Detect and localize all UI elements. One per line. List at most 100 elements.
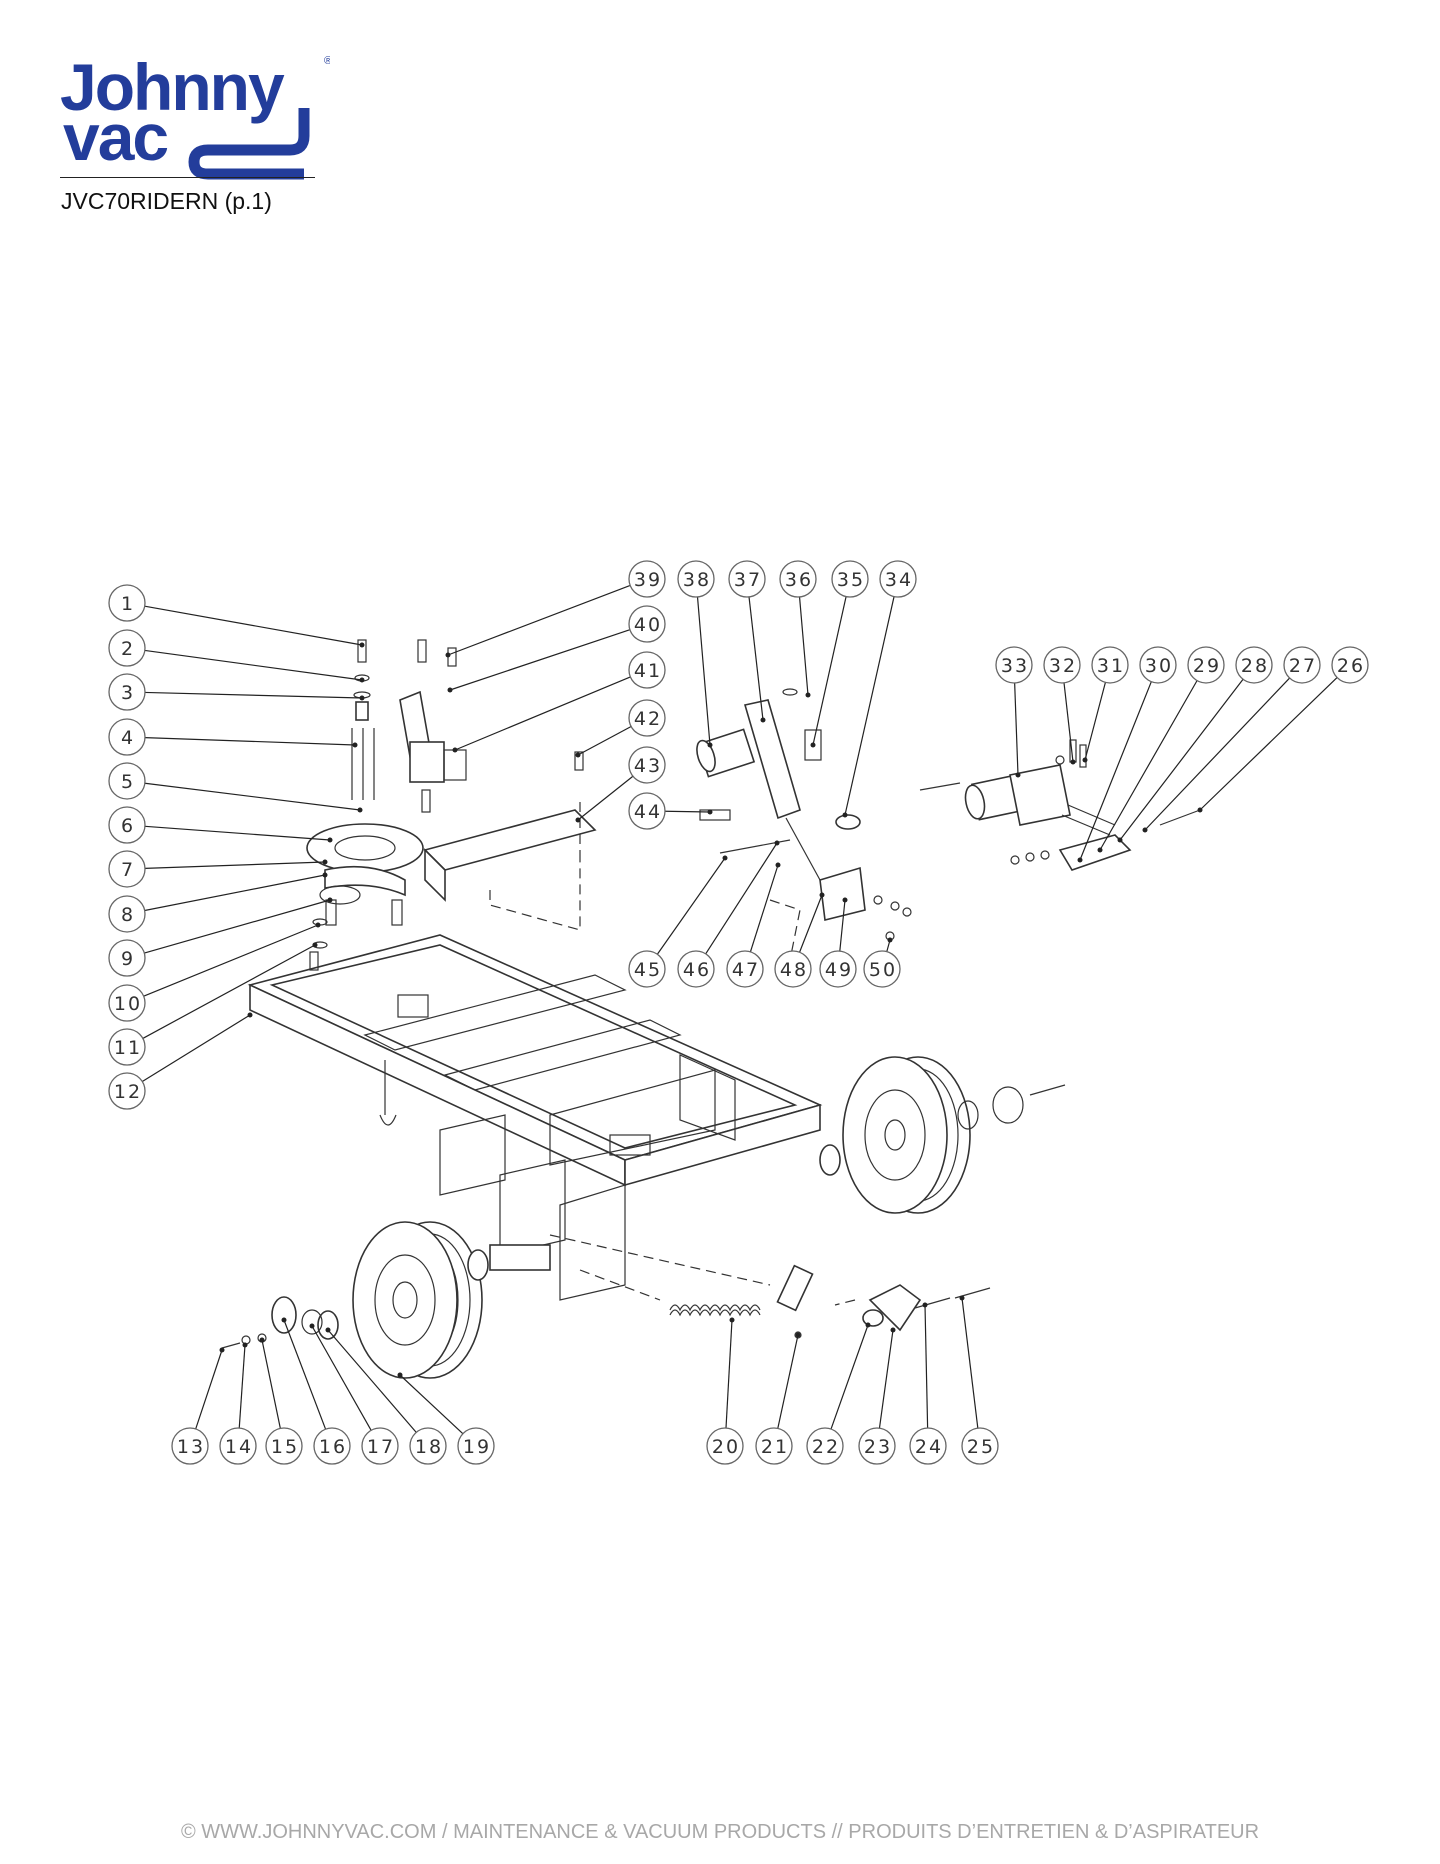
callout-balloon [706,1427,744,1465]
actuator-assembly-center [696,688,912,961]
callout-number: 35 [837,569,865,591]
callout-leader-9 [144,899,331,954]
callout-arrowhead-2 [359,677,365,683]
callout-4: 4 [108,718,146,756]
callout-leader-15 [261,1339,281,1429]
callout-number: 17 [367,1436,395,1458]
callout-37: 37 [728,560,766,598]
callout-7: 7 [108,850,146,888]
callout-number: 10 [114,993,142,1015]
callout-number: 11 [114,1037,142,1059]
callout-leader-38 [696,596,711,746]
callout-20: 20 [706,1427,744,1465]
front-wheel-left [221,1221,551,1379]
callout-balloon [863,950,901,988]
callout-leader-1 [144,605,363,646]
logo-divider [60,177,315,178]
callout-number: 50 [869,959,897,981]
callout-11: 11 [108,1028,146,1066]
callout-22: 22 [806,1427,844,1465]
callout-leader-18 [327,1329,417,1433]
steering-linkage [549,1234,991,1339]
callout-arrowhead-35 [810,742,816,748]
callout-number: 13 [177,1436,205,1458]
callout-number: 45 [634,959,662,981]
rear-wheel-right [819,1056,1066,1214]
callout-balloon [313,1427,351,1465]
callout-arrowhead-11 [312,942,318,948]
callout-leader-36 [798,596,809,696]
callout-29: 29 [1187,646,1225,684]
callout-arrowhead-31 [1082,757,1088,763]
callout-arrowhead-34 [842,812,848,818]
callout-46: 46 [677,950,715,988]
callout-leader-3 [144,691,363,699]
callout-number: 41 [634,660,662,682]
callout-48: 48 [774,950,812,988]
callout-40: 40 [628,605,666,643]
logo-wordmark-vac: vac [63,100,167,174]
callout-balloon [909,1427,947,1465]
callout-arrowhead-7 [322,859,328,865]
callout-leader-21 [777,1334,799,1429]
callout-leader-2 [144,649,363,681]
callout-8: 8 [108,895,146,933]
callout-arrowhead-49 [842,897,848,903]
callout-leader-17 [311,1325,372,1431]
callout-number: 15 [271,1436,299,1458]
callout-leader-13 [195,1349,223,1430]
callout-leader-29 [1099,680,1198,851]
callout-47: 47 [726,950,764,988]
callout-leader-27 [1144,677,1291,831]
callout-number: 44 [634,801,662,823]
callout-number: 3 [121,682,135,704]
callout-number: 47 [732,959,760,981]
callout-arrowhead-23 [890,1327,896,1333]
callout-leader-23 [878,1329,894,1429]
callout-38: 38 [677,560,715,598]
callout-balloon [1235,646,1273,684]
callout-2: 2 [108,629,146,667]
johnny-vac-logo: Johnny vac ® [60,50,330,180]
callout-balloon [726,950,764,988]
callout-number: 30 [1145,655,1173,677]
callout-number: 39 [634,569,662,591]
callout-17: 17 [361,1427,399,1465]
callout-number: 24 [915,1436,943,1458]
callout-leader-47 [749,864,779,953]
callout-arrowhead-17 [309,1323,315,1329]
callout-arrowhead-26 [1197,807,1203,813]
callout-balloon [108,850,146,888]
callout-number: 33 [1001,655,1029,677]
callout-balloon [628,699,666,737]
callout-number: 27 [1289,655,1317,677]
callout-leader-33 [1014,682,1019,776]
callout-number: 49 [825,959,853,981]
callout-23: 23 [858,1427,896,1465]
registered-mark: ® [324,55,330,67]
callout-49: 49 [819,950,857,988]
callout-arrowhead-28 [1117,837,1123,843]
callout-32: 32 [1043,646,1081,684]
callout-6: 6 [108,806,146,844]
callout-leader-41 [454,676,631,751]
callout-balloon [677,950,715,988]
footer-copyright: © WWW.JOHNNYVAC.COM / MAINTENANCE & VACU… [180,1821,1260,1843]
actuator-assembly-right [919,739,1201,871]
callout-leader-39 [447,584,631,656]
callout-leader-48 [799,894,823,953]
callout-leader-46 [705,842,778,955]
callout-arrowhead-14 [242,1342,248,1348]
callout-balloon [879,560,917,598]
callout-arrowhead-32 [1070,759,1076,765]
callout-3: 3 [108,673,146,711]
callout-number: 31 [1097,655,1125,677]
callout-leader-43 [577,775,634,821]
callout-balloon [108,895,146,933]
callout-arrowhead-41 [452,747,458,753]
callout-arrowhead-19 [397,1372,403,1378]
callout-10: 10 [108,984,146,1022]
callout-number: 48 [780,959,808,981]
callout-43: 43 [628,746,666,784]
callout-balloon [1043,646,1081,684]
